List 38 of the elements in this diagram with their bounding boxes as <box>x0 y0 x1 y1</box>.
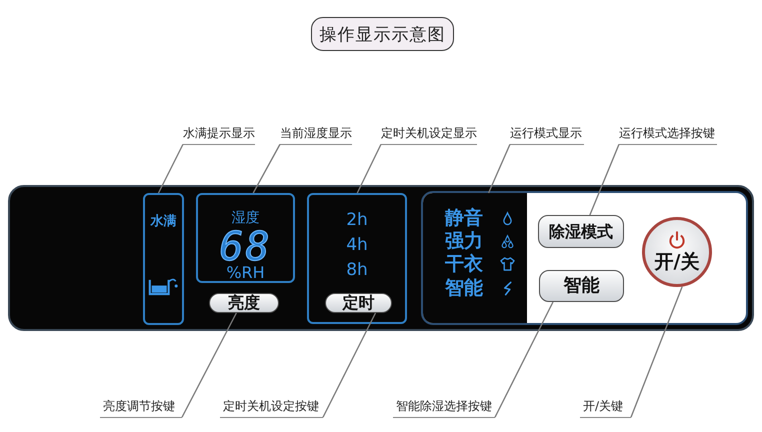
timer-option: 8h <box>346 260 368 280</box>
leader-line <box>158 144 184 194</box>
leader-line <box>356 144 382 194</box>
timer-button: 定时 <box>325 293 392 313</box>
callout-label: 水满提示显示 <box>183 124 255 145</box>
mode-button: 除湿模式 <box>538 215 624 248</box>
leader-line <box>630 286 683 418</box>
display-label: 湿度 <box>232 210 260 226</box>
control-panel <box>8 185 754 331</box>
mode-display <box>423 193 527 323</box>
humidity-display <box>196 193 295 283</box>
callout-label: 当前湿度显示 <box>280 124 352 145</box>
title: 操作显示示意图 <box>311 17 454 51</box>
mode-label: 智能 <box>445 276 483 300</box>
leader-line <box>181 312 237 418</box>
mode-label: 静音 <box>445 206 483 230</box>
indicator-text: 水满 <box>150 214 176 230</box>
timer-display <box>307 193 407 324</box>
callout-label: 亮度调节按键 <box>100 397 182 418</box>
callout-label: 定时关机设定显示 <box>381 124 477 145</box>
callout-label: 开/关键 <box>580 397 631 418</box>
mode-label: 干衣 <box>445 252 483 276</box>
callout-label: 智能除湿选择按键 <box>393 397 495 418</box>
leader-line <box>252 144 281 194</box>
smart-button: 智能 <box>539 270 624 302</box>
power-button: 开/关 <box>642 217 712 287</box>
timer-option: 4h <box>346 234 368 256</box>
callout-label: 运行模式选择按键 <box>619 124 717 145</box>
callout-label: 运行模式显示 <box>510 124 584 145</box>
button-area <box>421 191 748 325</box>
leader-line <box>488 144 511 194</box>
leader-line <box>494 302 554 418</box>
brightness-button: 亮度 <box>209 293 279 313</box>
mode-label: 强力 <box>445 230 483 252</box>
callout-label: 定时关机设定按键 <box>220 397 323 418</box>
leader-line <box>589 144 620 216</box>
timer-option: 2h <box>346 210 368 230</box>
water-full-display <box>143 193 184 325</box>
